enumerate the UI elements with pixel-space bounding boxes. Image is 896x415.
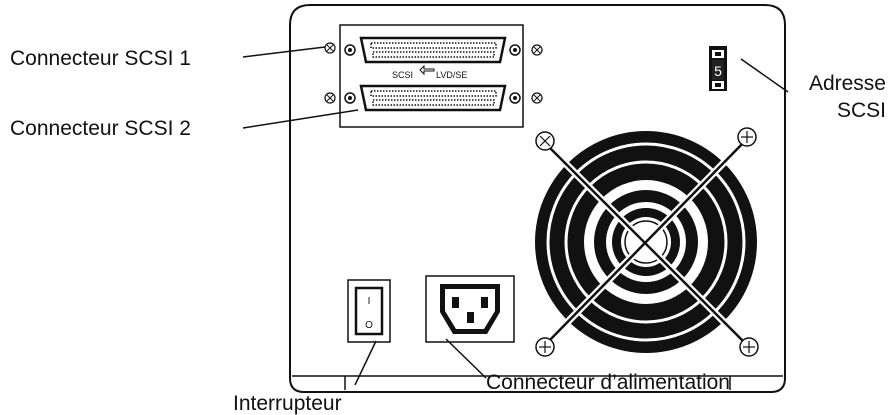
lvd-se-label: LVD/SE [436,70,467,80]
fan-screws [535,127,759,357]
power-connector-label: Connecteur d’alimentation [486,371,730,394]
switch-on-mark: I [368,296,371,307]
scsi-address-label-line2: SCSI [836,99,886,122]
scsi-connector-2-label: Connecteur SCSI 2 [10,117,191,140]
scsi-mode-label: SCSI [392,70,413,80]
power-switch [347,279,391,343]
scsi-connector-1-label: Connecteur SCSI 1 [10,47,191,70]
scsi-connector-2 [324,84,543,112]
power-connector [425,275,515,343]
scsi-address-label-line1: Adresse [808,72,886,95]
scsi-id-selector [709,46,727,91]
power-switch-label: Interrupteur [233,392,342,415]
switch-off-mark: O [365,320,373,331]
scsi-address-label: Adresse SCSI [809,70,886,124]
cooling-fan [535,131,757,353]
arrow-left-icon [419,64,435,76]
leader-lines [242,46,789,386]
scsi-connector-1 [324,36,543,64]
scsi-id-value: 5 [714,63,722,79]
